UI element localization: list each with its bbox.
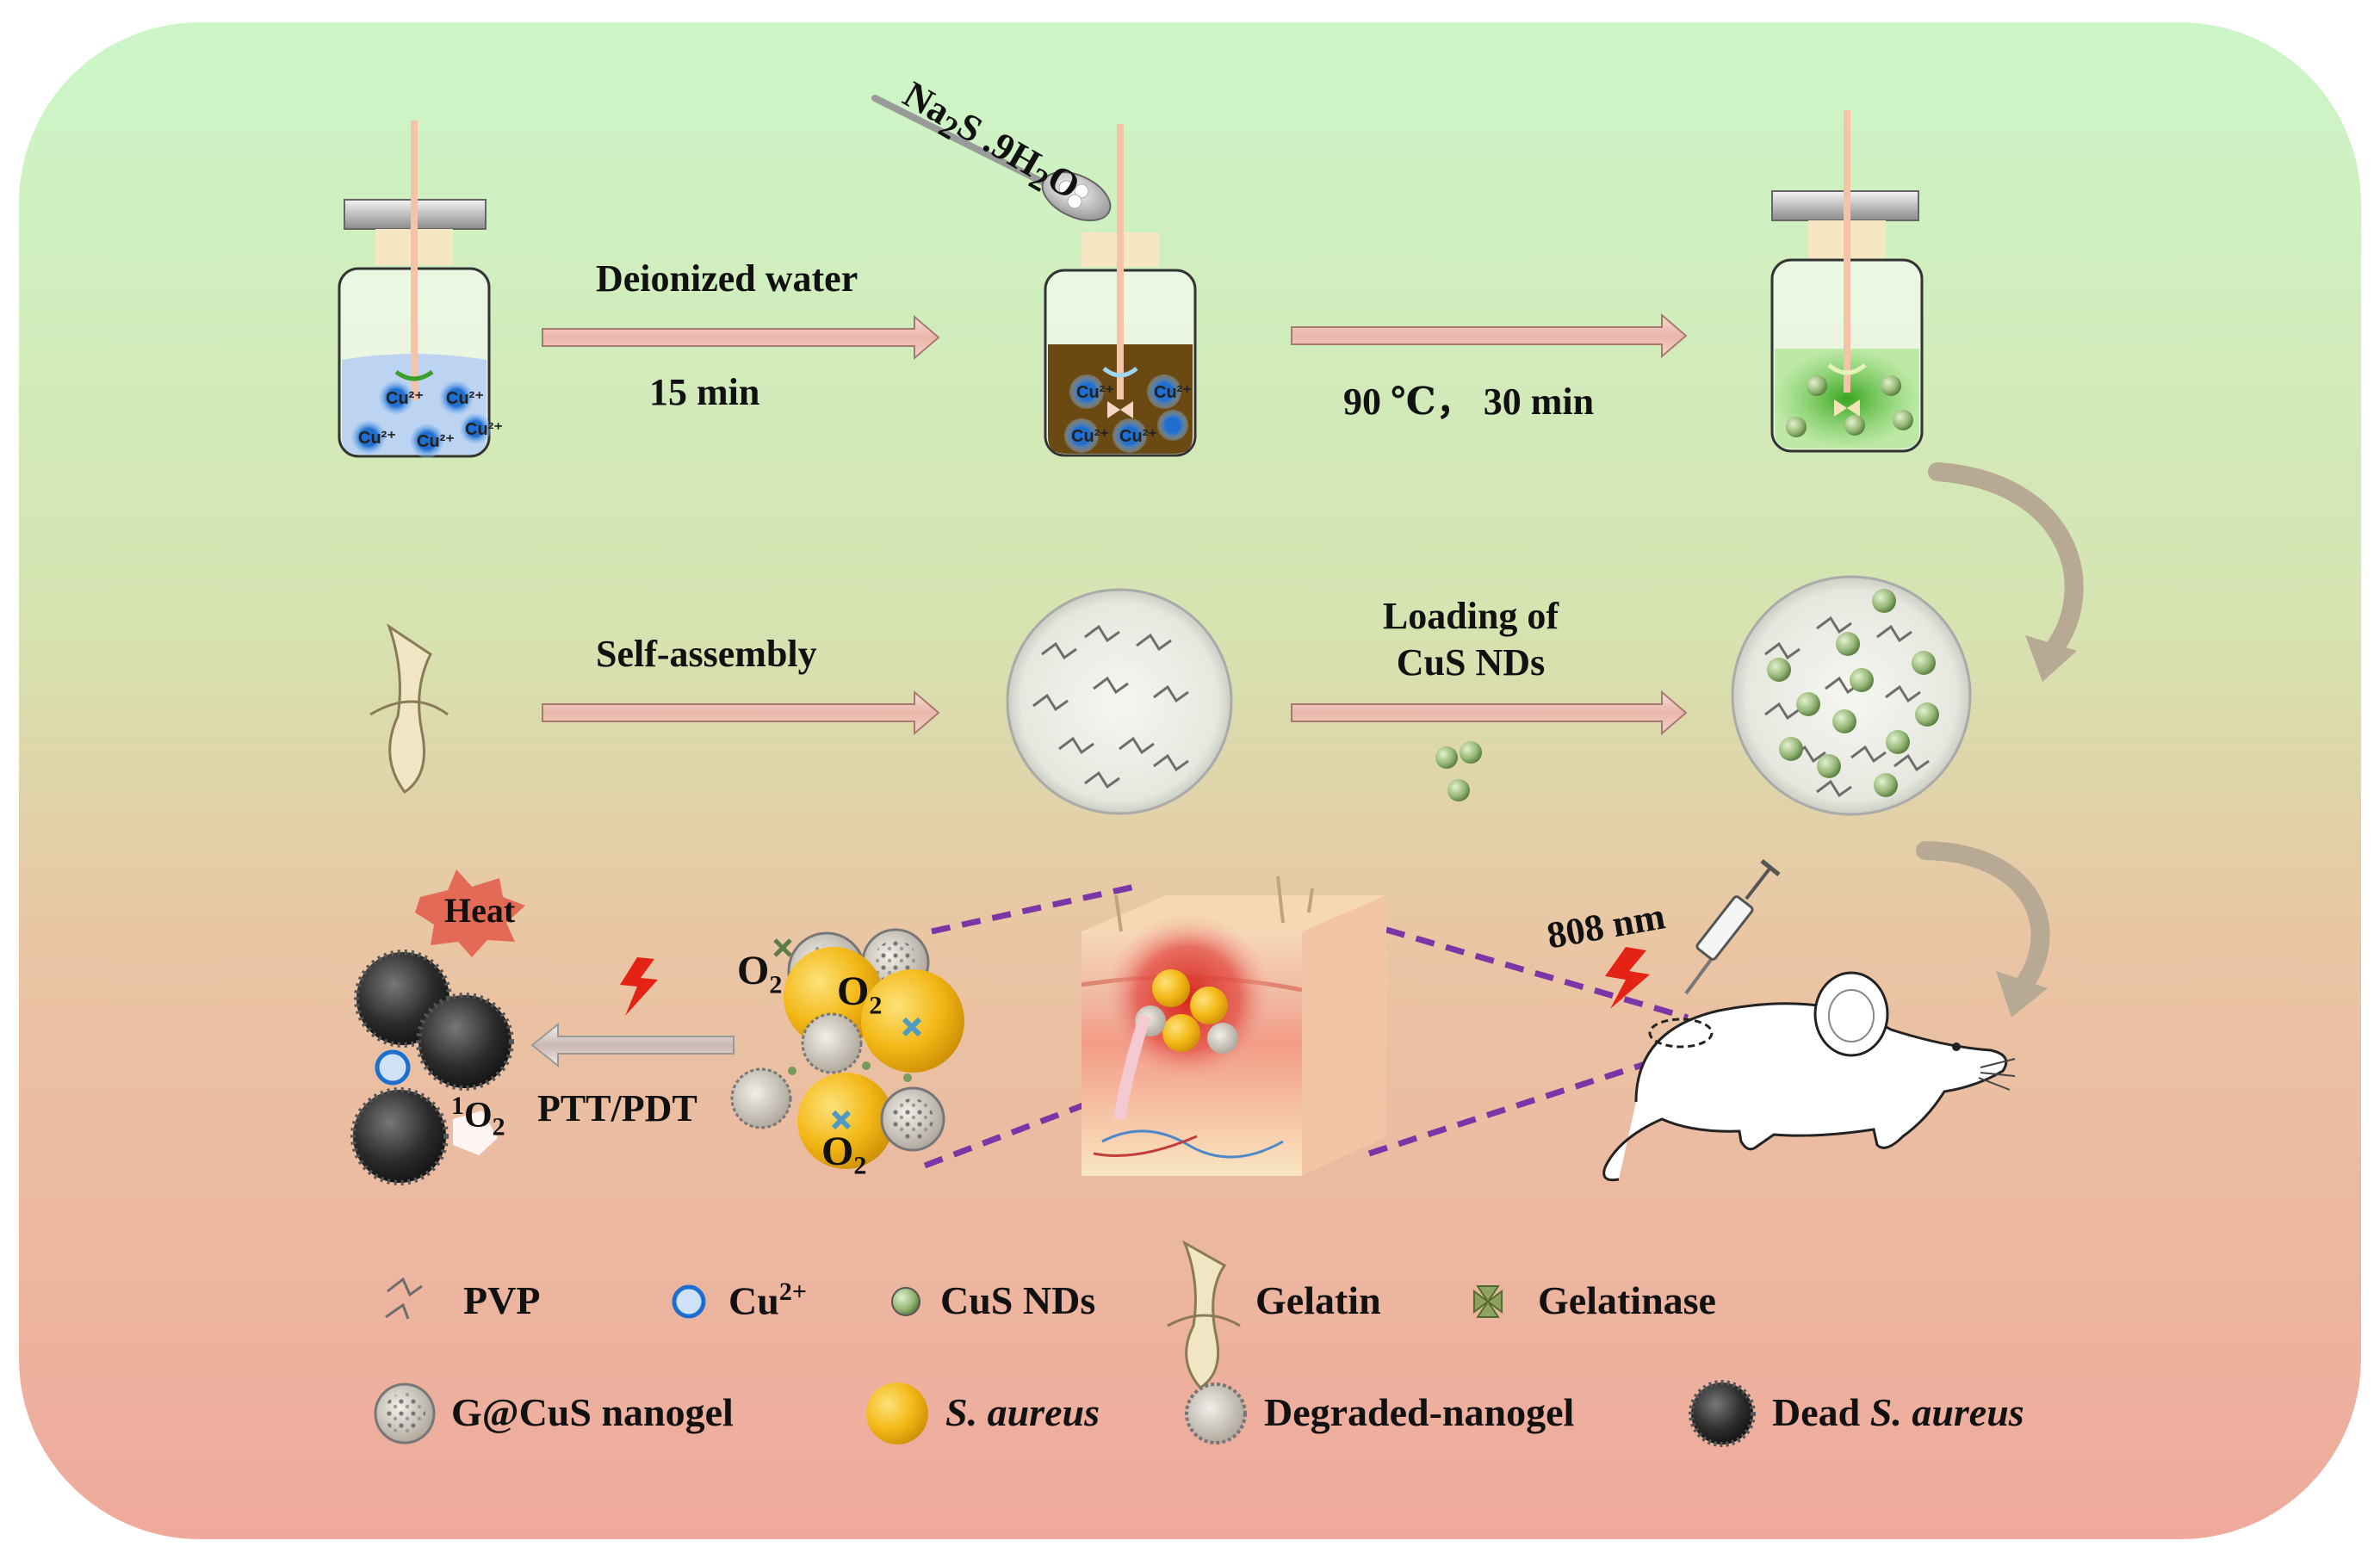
dead-bacteria-cluster — [350, 950, 514, 1185]
pvp-gelatin-network-disc — [1006, 588, 1233, 815]
legend-cus-nds: CuS NDs — [940, 1278, 1096, 1322]
curved-arrow-2 — [1916, 841, 2050, 999]
legend-nanogel: G@CuS nanogel — [451, 1390, 734, 1434]
legend-cu-ion: Cu2+ — [728, 1278, 807, 1323]
dashed-zoom-line — [1367, 1047, 1689, 1157]
s-aureus-icon — [866, 1383, 928, 1445]
dashed-zoom-line — [1385, 926, 1689, 1021]
cus-nd-dot — [1447, 779, 1470, 801]
g-cus-nanogel-disc — [1731, 575, 1972, 816]
dead-s-aureus-icon — [1689, 1380, 1756, 1447]
legend-gelatin: Gelatin — [1255, 1278, 1381, 1322]
cus-nd-dot — [1460, 741, 1482, 764]
svg-text:Cu²⁺: Cu²⁺ — [358, 429, 396, 448]
svg-text:Cu²⁺: Cu²⁺ — [465, 420, 503, 439]
vial-3-green-solution — [1770, 110, 1924, 453]
cu-ion-cluster: Cu²⁺ Cu²⁺ Cu²⁺ Cu²⁺ Cu²⁺ — [351, 369, 503, 458]
heat-burst-icon — [415, 869, 525, 957]
mouse-icon — [1602, 971, 2016, 1182]
label-cus-nds: CuS NDs — [1396, 641, 1546, 684]
legend-degraded-nanogel: Degraded-nanogel — [1264, 1390, 1575, 1434]
label-15-min: 15 min — [649, 371, 760, 413]
arrow-step-1 — [542, 314, 940, 361]
label-heat: Heat — [444, 891, 516, 930]
svg-text:Cu²⁺: Cu²⁺ — [1154, 383, 1192, 402]
skin-cross-section — [1081, 875, 1386, 1176]
cus-nd-icon — [891, 1287, 920, 1316]
label-o2-1: O2 — [737, 948, 783, 999]
label-o2-2: O2 — [837, 968, 883, 1020]
svg-text:Cu²⁺: Cu²⁺ — [1076, 383, 1114, 402]
legend-dead-s-aureus: Dead S. aureus — [1772, 1390, 2024, 1434]
vial-2-brown-solution: Cu²⁺ Cu²⁺ Cu²⁺ Cu²⁺ — [1044, 124, 1197, 457]
svg-text:Cu²⁺: Cu²⁺ — [1119, 427, 1157, 446]
label-self-assembly: Self-assembly — [596, 633, 817, 675]
gelatin-strand — [369, 623, 449, 795]
arrow-ptt-pdt — [530, 1022, 734, 1068]
light-icon-small — [620, 957, 658, 1016]
gelatinase-icon — [1473, 1285, 1503, 1318]
label-ptt-pdt: PTT/PDT — [537, 1087, 697, 1129]
cu-ion-icon — [672, 1284, 706, 1319]
svg-text:Cu²⁺: Cu²⁺ — [417, 432, 455, 451]
arrow-self-assembly — [542, 690, 940, 736]
label-o2-3: O2 — [821, 1129, 867, 1180]
svg-text:Cu²⁺: Cu²⁺ — [446, 389, 484, 408]
curved-arrow-1 — [1928, 462, 2084, 664]
arrow-step-2 — [1291, 312, 1688, 359]
legend-pvp: PVP — [463, 1278, 541, 1322]
pvp-icon — [385, 1277, 423, 1320]
label-deionized-water: Deionized water — [596, 257, 858, 300]
laser-icon — [1605, 947, 1650, 1009]
degraded-nanogel-icon — [1185, 1383, 1247, 1445]
bacteria-cluster — [730, 928, 964, 1169]
label-singlet-oxygen: 1O2 — [451, 1092, 505, 1141]
cus-nd-dot — [1435, 746, 1458, 769]
dashed-zoom-line — [931, 883, 1136, 935]
legend-gelatinase: Gelatinase — [1538, 1278, 1716, 1322]
syringe-icon — [1684, 859, 1781, 995]
svg-text:Cu²⁺: Cu²⁺ — [1071, 427, 1109, 446]
arrow-loading — [1291, 690, 1688, 736]
label-90c-30min: 90 ℃， 30 min — [1343, 380, 1595, 423]
svg-text:Cu²⁺: Cu²⁺ — [386, 389, 424, 408]
spoon-icon — [871, 95, 1112, 222]
label-loading-of: Loading of — [1382, 595, 1559, 637]
vial-1-cu-solution: Cu²⁺ Cu²⁺ Cu²⁺ Cu²⁺ Cu²⁺ — [338, 121, 503, 458]
legend-s-aureus: S. aureus — [945, 1390, 1100, 1434]
